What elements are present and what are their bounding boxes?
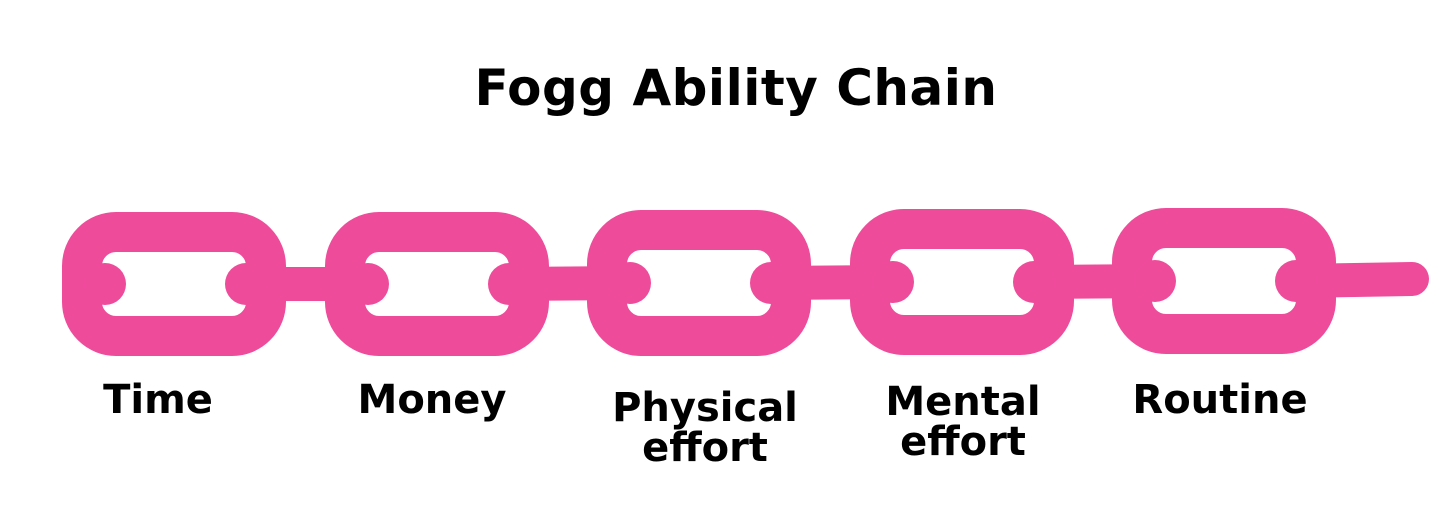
- chain-link-joint-left: [84, 263, 126, 305]
- chain-link-joint-left: [609, 262, 651, 304]
- chain-connectors: [229, 262, 1429, 301]
- diagram-title: Fogg Ability Chain: [474, 59, 998, 117]
- chain-link-physical-effort: [587, 210, 811, 356]
- chain-link-joint-right: [1275, 260, 1317, 302]
- chain-link-joint-left: [872, 261, 914, 303]
- chain-link-money: [325, 212, 549, 356]
- label-line: effort: [900, 419, 1026, 465]
- label-line: Routine: [1132, 377, 1308, 423]
- label-line: Physical: [612, 385, 798, 431]
- chain-link-mental-effort: [850, 209, 1074, 355]
- chain-link-joint-left: [347, 263, 389, 305]
- label-time: Time: [28, 380, 288, 420]
- chain-link-joint-right: [225, 263, 267, 305]
- label-money: Money: [302, 380, 562, 420]
- label-line: effort: [642, 425, 768, 471]
- chain-links: [62, 208, 1336, 356]
- label-line: Mental: [885, 379, 1041, 425]
- label-line: Time: [103, 377, 213, 423]
- label-line: Money: [357, 377, 507, 423]
- chain-link-joint-left: [1134, 260, 1176, 302]
- chain-link-joint-right: [488, 263, 530, 305]
- chain-link-joint-right: [1013, 261, 1055, 303]
- chain-link-time: [62, 212, 286, 356]
- label-routine: Routine: [1090, 380, 1350, 420]
- chain-link-routine: [1112, 208, 1336, 354]
- chain-link-joint-right: [750, 262, 792, 304]
